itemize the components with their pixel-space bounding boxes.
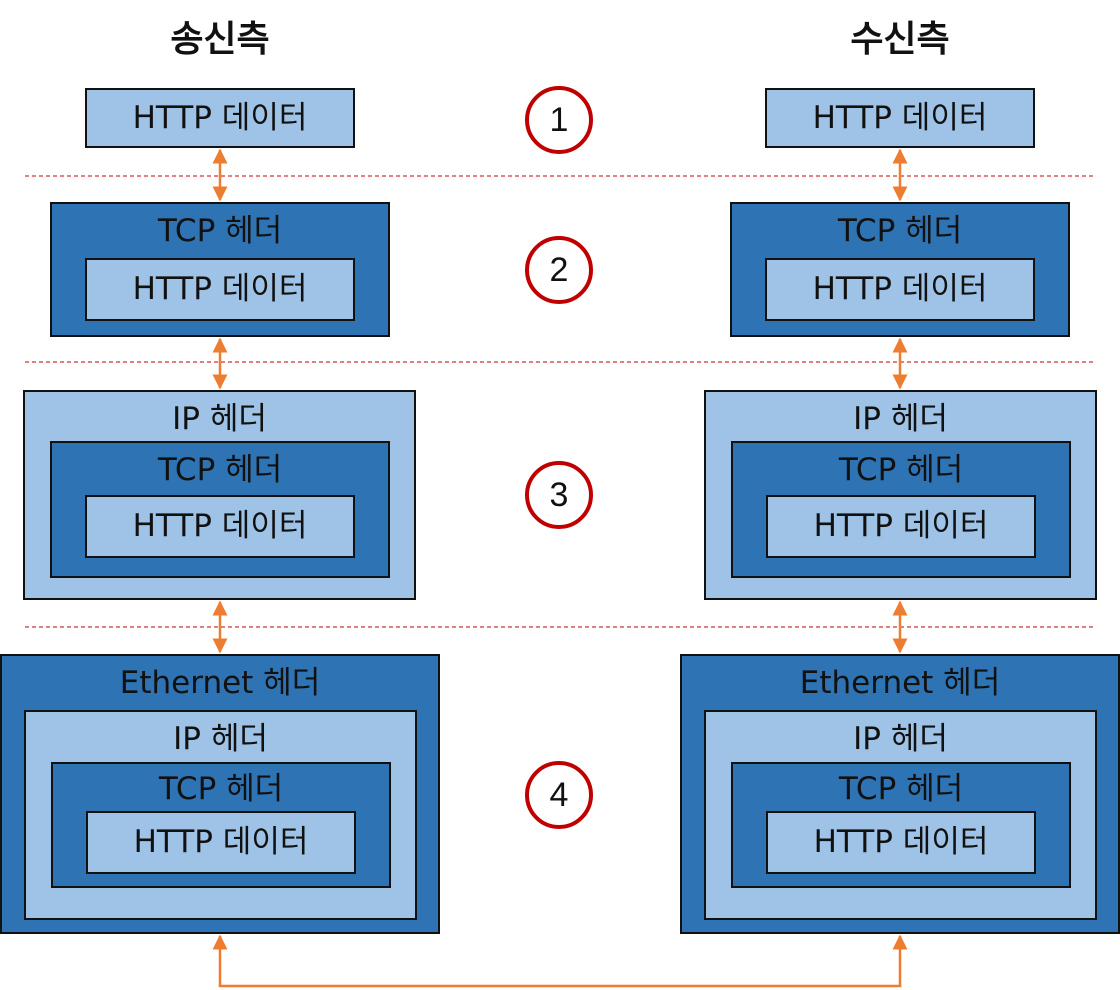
http-data-label: HTTP 데이터 <box>812 271 988 307</box>
sender-l3-ip-box: IP 헤더 TCP 헤더 HTTP 데이터 <box>23 390 416 600</box>
ethernet-header-label: Ethernet 헤더 <box>799 665 1001 701</box>
http-data-label: HTTP 데이터 <box>132 100 308 136</box>
sender-l2-tcp-box: TCP 헤더 HTTP 데이터 <box>50 202 390 337</box>
step-circle-1: 1 <box>525 86 593 154</box>
receiver-l2-tcp-box: TCP 헤더 HTTP 데이터 <box>730 202 1070 337</box>
http-data-label: HTTP 데이터 <box>813 508 989 544</box>
tcp-header-label: TCP 헤더 <box>157 452 283 488</box>
tcp-header-label: TCP 헤더 <box>838 771 964 807</box>
sender-l4-ethernet-box: Ethernet 헤더 IP 헤더 TCP 헤더 HTTP 데이터 <box>0 654 440 934</box>
tcp-header-label: TCP 헤더 <box>837 213 963 249</box>
http-data-label: HTTP 데이터 <box>132 508 308 544</box>
receiver-l1-http-box: HTTP 데이터 <box>765 88 1035 148</box>
ip-header-label: IP 헤더 <box>173 721 268 757</box>
receiver-title: 수신측 <box>850 19 950 60</box>
http-data-label: HTTP 데이터 <box>813 824 989 860</box>
http-data-label: HTTP 데이터 <box>133 824 309 860</box>
sender-l2-http-box: HTTP 데이터 <box>85 258 355 321</box>
tcp-header-label: TCP 헤더 <box>157 213 283 249</box>
receiver-l4-http-box: HTTP 데이터 <box>766 811 1036 874</box>
http-data-label: HTTP 데이터 <box>812 100 988 136</box>
link-arrow <box>212 934 908 988</box>
receiver-l4-ip-box: IP 헤더 TCP 헤더 HTTP 데이터 <box>704 710 1097 920</box>
sender-l3-tcp-box: TCP 헤더 HTTP 데이터 <box>50 441 390 578</box>
sender-l3-http-box: HTTP 데이터 <box>85 495 355 558</box>
tcp-header-label: TCP 헤더 <box>838 452 964 488</box>
sender-l4-ip-box: IP 헤더 TCP 헤더 HTTP 데이터 <box>24 710 417 920</box>
sender-title: 송신측 <box>170 19 270 60</box>
receiver-l2-http-box: HTTP 데이터 <box>765 258 1035 321</box>
tcp-header-label: TCP 헤더 <box>158 771 284 807</box>
sender-l4-http-box: HTTP 데이터 <box>86 811 356 874</box>
http-data-label: HTTP 데이터 <box>132 271 308 307</box>
step-circle-2: 2 <box>525 236 593 304</box>
receiver-l3-http-box: HTTP 데이터 <box>766 495 1036 558</box>
ethernet-header-label: Ethernet 헤더 <box>119 665 321 701</box>
receiver-l3-tcp-box: TCP 헤더 HTTP 데이터 <box>731 441 1071 578</box>
ip-header-label: IP 헤더 <box>853 401 948 437</box>
ip-header-label: IP 헤더 <box>853 721 948 757</box>
step-circle-3: 3 <box>525 461 593 529</box>
sender-l4-tcp-box: TCP 헤더 HTTP 데이터 <box>51 762 391 888</box>
receiver-l4-ethernet-box: Ethernet 헤더 IP 헤더 TCP 헤더 HTTP 데이터 <box>680 654 1120 934</box>
sender-l1-http-box: HTTP 데이터 <box>85 88 355 148</box>
ip-header-label: IP 헤더 <box>172 401 267 437</box>
receiver-l3-ip-box: IP 헤더 TCP 헤더 HTTP 데이터 <box>704 390 1097 600</box>
receiver-l4-tcp-box: TCP 헤더 HTTP 데이터 <box>731 762 1071 888</box>
step-circle-4: 4 <box>525 761 593 829</box>
